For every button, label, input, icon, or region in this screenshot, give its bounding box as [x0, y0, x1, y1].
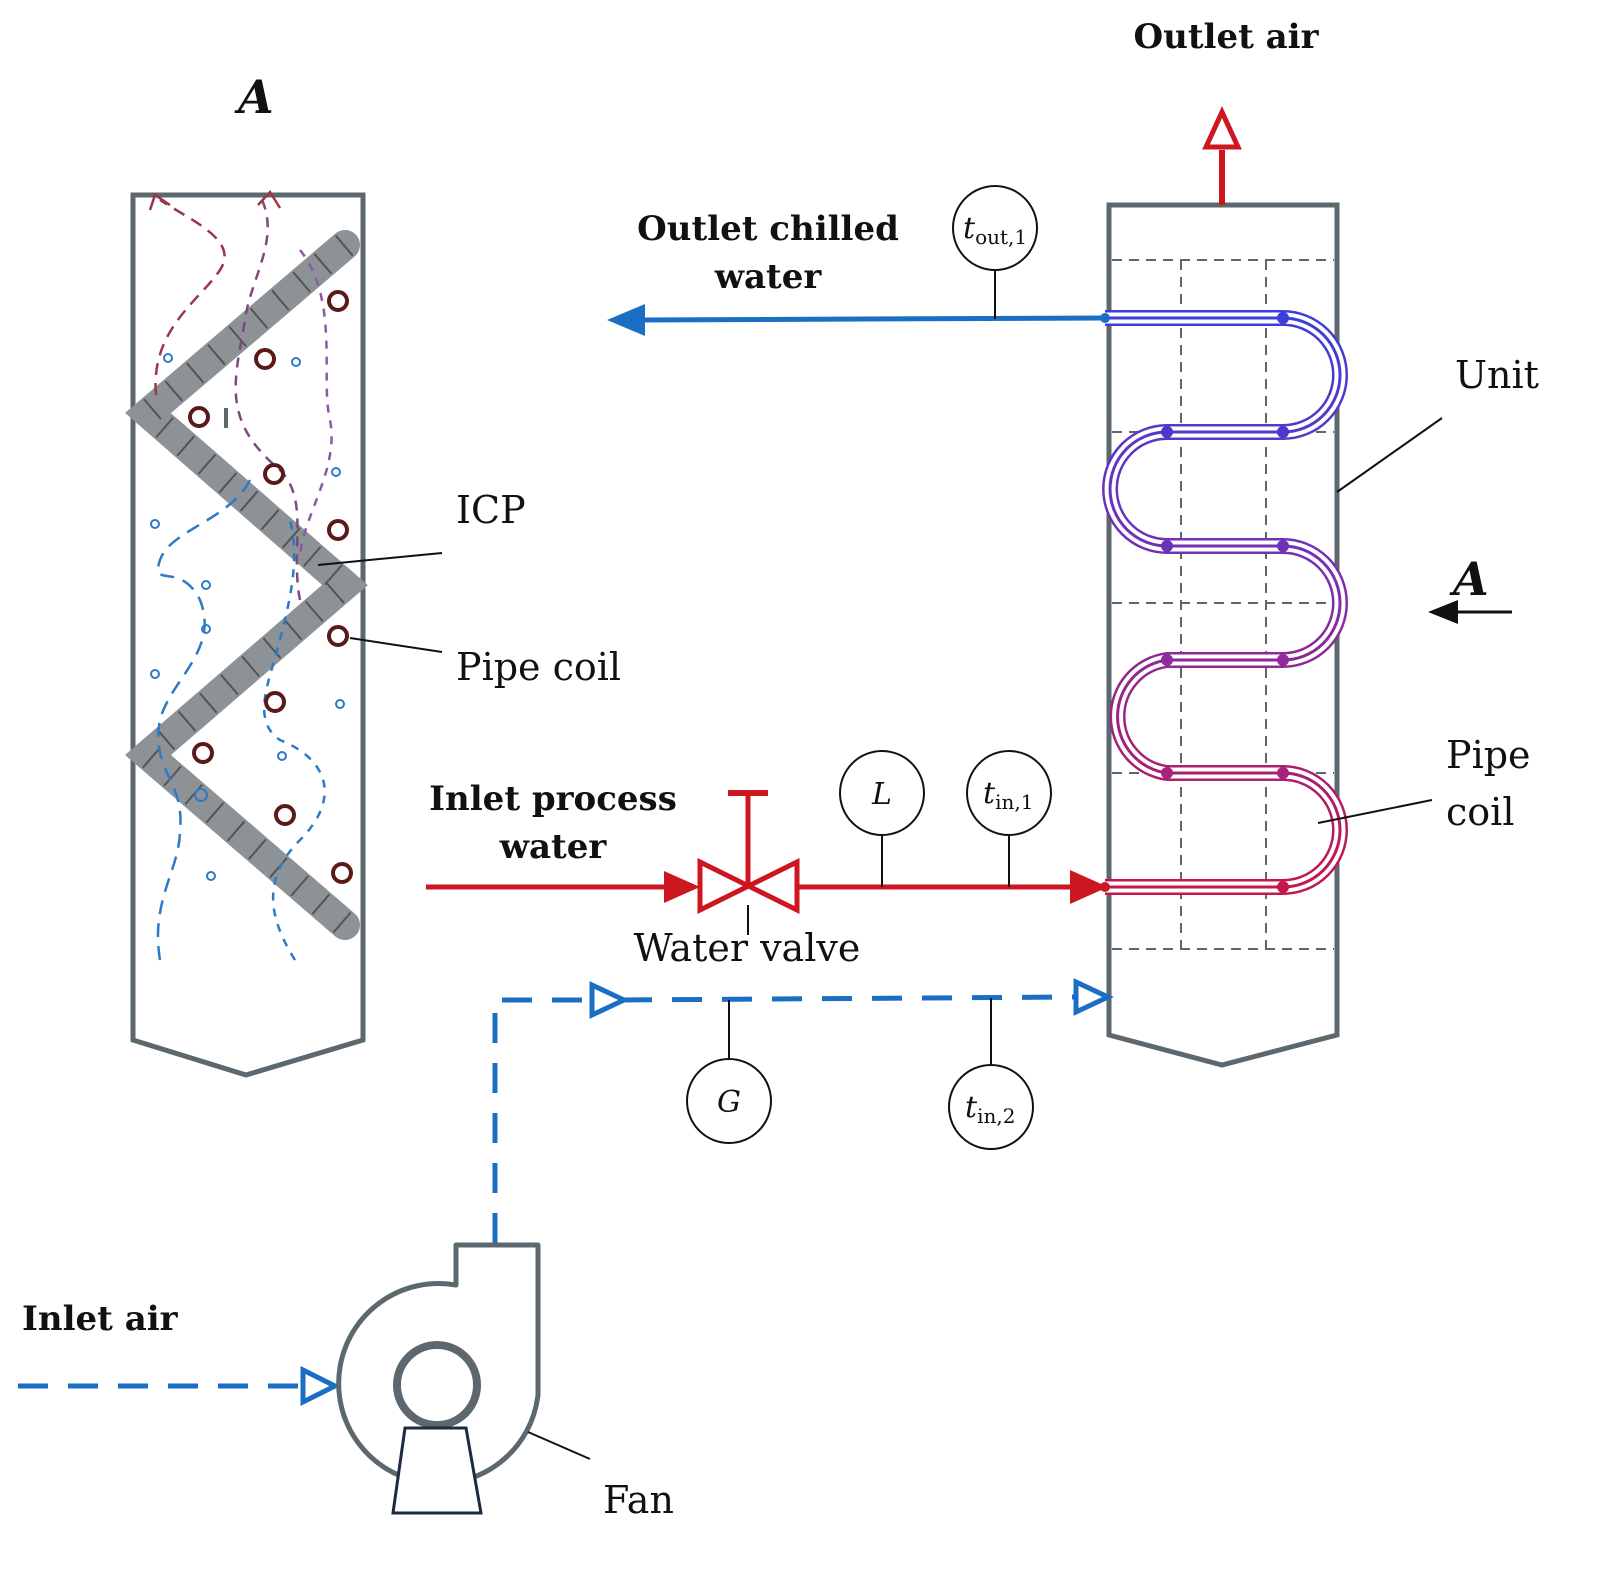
icp-plate [125, 230, 368, 940]
section-a-title: A [234, 70, 274, 124]
fan [336, 1242, 591, 1515]
water-droplets [150, 353, 345, 881]
inlet-water-arrowhead-1 [664, 871, 700, 903]
sensor-L: L [839, 750, 925, 887]
inlet-air-label: Inlet air [22, 1299, 179, 1339]
fan-leader [527, 1431, 591, 1460]
section-housing [130, 192, 366, 1078]
svg-text:tin,2: tin,2 [965, 1090, 1015, 1128]
pipe-coil-left-label: Pipe coil [456, 645, 621, 689]
unit-pipe-coil [1102, 310, 1348, 895]
outlet-chilled-water-label-2: water [714, 257, 823, 297]
air-path-warm-arrow-2 [257, 189, 282, 209]
sensor-G: G [686, 1000, 772, 1144]
air-path-warm-arrow-1 [148, 193, 171, 211]
sensor-t-in-2: tin,2 [948, 998, 1034, 1150]
icp-leader [317, 552, 443, 566]
svg-text:G: G [717, 1085, 741, 1120]
pipe-coil-right-label-1: Pipe [1446, 733, 1531, 777]
outlet-water-arrowhead [607, 304, 645, 336]
air-path-warm-1 [154, 198, 226, 396]
outlet-chilled-water-line: Outlet chilled water [607, 209, 1110, 336]
air-path-cool-1 [156, 479, 252, 961]
sensor-t-in-1: tin,1 [966, 750, 1052, 887]
air-path-cool-2 [262, 519, 326, 961]
sensor-G-symbol: G [717, 1085, 741, 1120]
unit-assembly: Outlet air Unit Pipe coil A [1102, 17, 1539, 1068]
sensor-t-out-1-subscript: out,1 [975, 225, 1027, 249]
inlet-process-water-label-2: water [499, 827, 608, 867]
fan-base [391, 1426, 483, 1515]
inlet-water-arrowhead-2 [1070, 870, 1108, 904]
section-marker-arrowhead [1428, 600, 1458, 624]
pipe-coil-circles [188, 290, 353, 884]
fan-impeller-icon [393, 1341, 481, 1429]
water-valve[interactable] [697, 790, 800, 935]
air-supply-line [18, 994, 1076, 1389]
pipe-coil-right-leader [1317, 799, 1433, 824]
svg-text:tin,1: tin,1 [983, 776, 1033, 814]
inlet-process-water-label-1: Inlet process [429, 779, 677, 819]
outlet-chilled-water-label-1: Outlet chilled [637, 209, 899, 249]
sensor-t-in-1-symbol: t [983, 776, 996, 811]
unit-leader [1336, 417, 1443, 493]
outlet-air-arrow [1202, 105, 1242, 150]
coil-joints [1161, 312, 1289, 893]
unit-grid [1112, 259, 1334, 950]
air-arrowheads [300, 978, 1114, 1407]
inlet-process-water-line: Inlet process water [426, 779, 1110, 904]
pipe-coil-left-leader [349, 637, 443, 653]
svg-text:tout,1: tout,1 [963, 211, 1027, 249]
sensor-t-in-2-symbol: t [965, 1090, 978, 1125]
svg-text:L: L [871, 777, 892, 812]
pipe-coil-right-label-2: coil [1446, 790, 1514, 834]
sensor-t-out-1: tout,1 [952, 185, 1038, 319]
water-valve-label: Water valve [634, 926, 861, 970]
icp-label: ICP [456, 488, 526, 532]
fan-label: Fan [603, 1478, 674, 1522]
sensor-t-in-2-subscript: in,2 [977, 1104, 1015, 1128]
sensor-L-symbol: L [871, 777, 892, 812]
sensor-t-in-1-subscript: in,1 [995, 790, 1033, 814]
unit-housing [1106, 202, 1340, 1068]
air-path-warm-2 [234, 199, 302, 601]
section-a-view: A [125, 70, 621, 1078]
outlet-air-label: Outlet air [1134, 17, 1320, 57]
unit-label: Unit [1455, 353, 1539, 397]
sensor-t-out-1-symbol: t [963, 211, 976, 246]
air-path-warm-3 [298, 249, 333, 561]
section-marker-letter: A [1449, 552, 1489, 606]
